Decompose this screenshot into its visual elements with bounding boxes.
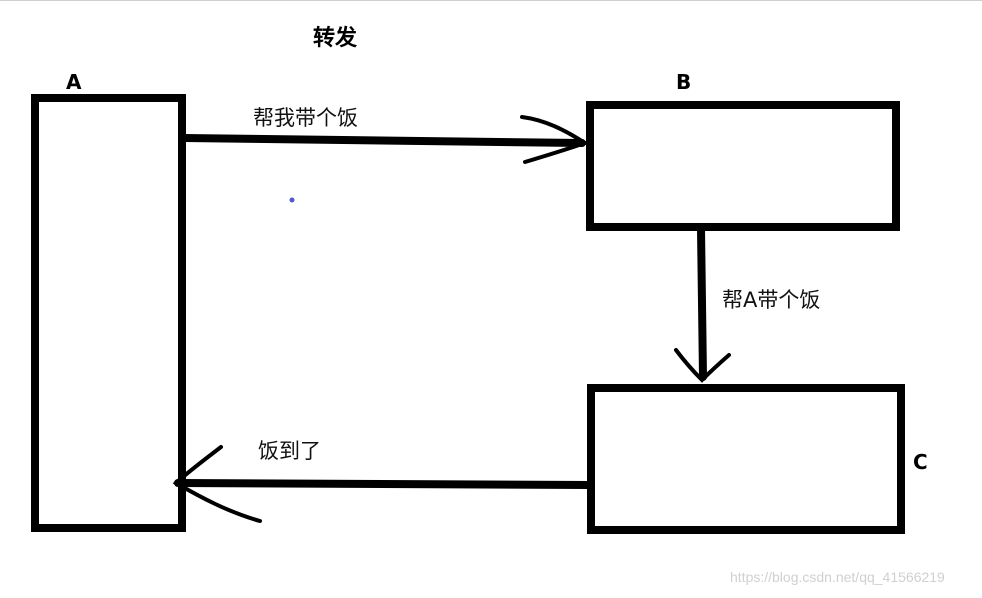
arrow-c-to-a-head [172,445,262,523]
arrow-c-to-a [172,445,592,523]
stray-dot [289,197,295,203]
node-label-b: B [676,70,692,94]
node-label-a: A [66,70,82,94]
arrow-b-to-c-shaft [697,225,707,381]
node-box-b [586,101,900,231]
node-box-a [31,94,186,532]
arrow-b-to-c-head [674,348,731,383]
arrow-c-to-a-shaft [174,479,592,489]
arrow-b-to-c [674,225,731,383]
node-box-c [587,384,905,534]
diagram-title: 转发 [313,26,358,51]
arrow-a-to-b [180,115,590,164]
top-border-line [0,0,982,1]
edge-label-a-to-b: 帮我带个饭 [253,106,358,130]
node-label-c: C [913,450,928,474]
arrow-a-to-b-shaft [180,134,586,147]
edge-label-c-to-a: 饭到了 [258,439,321,463]
edge-label-b-to-c: 帮A带个饭 [722,288,821,312]
arrow-a-to-b-head [520,115,590,164]
watermark-text: https://blog.csdn.net/qq_41566219 [730,569,945,585]
